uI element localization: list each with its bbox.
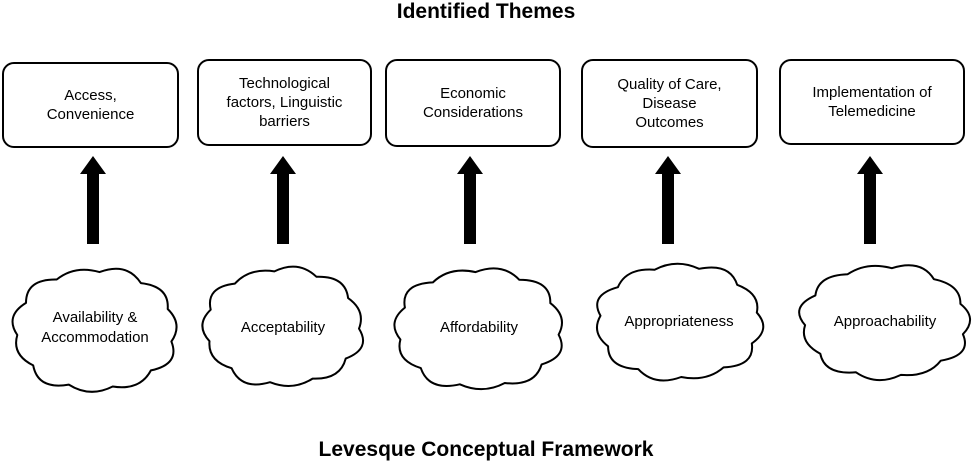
theme-label: Access,Convenience bbox=[46, 87, 135, 123]
levesque-framework-title: Levesque Conceptual Framework bbox=[318, 438, 654, 461]
arrow-approachability-icon bbox=[857, 156, 883, 244]
arrow-availability-icon bbox=[80, 156, 106, 244]
cloud-availability-icon bbox=[11, 267, 178, 393]
cloud-affordability-icon bbox=[393, 267, 563, 391]
theme-box-access: Access,Convenience bbox=[2, 62, 179, 148]
cloud-label-acceptability: Acceptability bbox=[240, 319, 326, 336]
cloud-acceptability-icon bbox=[201, 265, 364, 387]
cloud-label-approachability: Approachability bbox=[833, 313, 937, 330]
identified-themes-title: Identified Themes bbox=[396, 0, 576, 23]
cloud-label-affordability: Affordability bbox=[439, 319, 519, 336]
arrow-acceptability-icon bbox=[270, 156, 296, 244]
cloud-appropriateness-icon bbox=[595, 262, 765, 382]
arrow-appropriateness-icon bbox=[655, 156, 681, 244]
cloud-approachability-icon bbox=[798, 264, 972, 382]
cloud-label-availability: Availability &Accommodation bbox=[41, 309, 149, 346]
arrow-affordability-icon bbox=[457, 156, 483, 244]
cloud-label-appropriateness: Appropriateness bbox=[624, 313, 734, 330]
